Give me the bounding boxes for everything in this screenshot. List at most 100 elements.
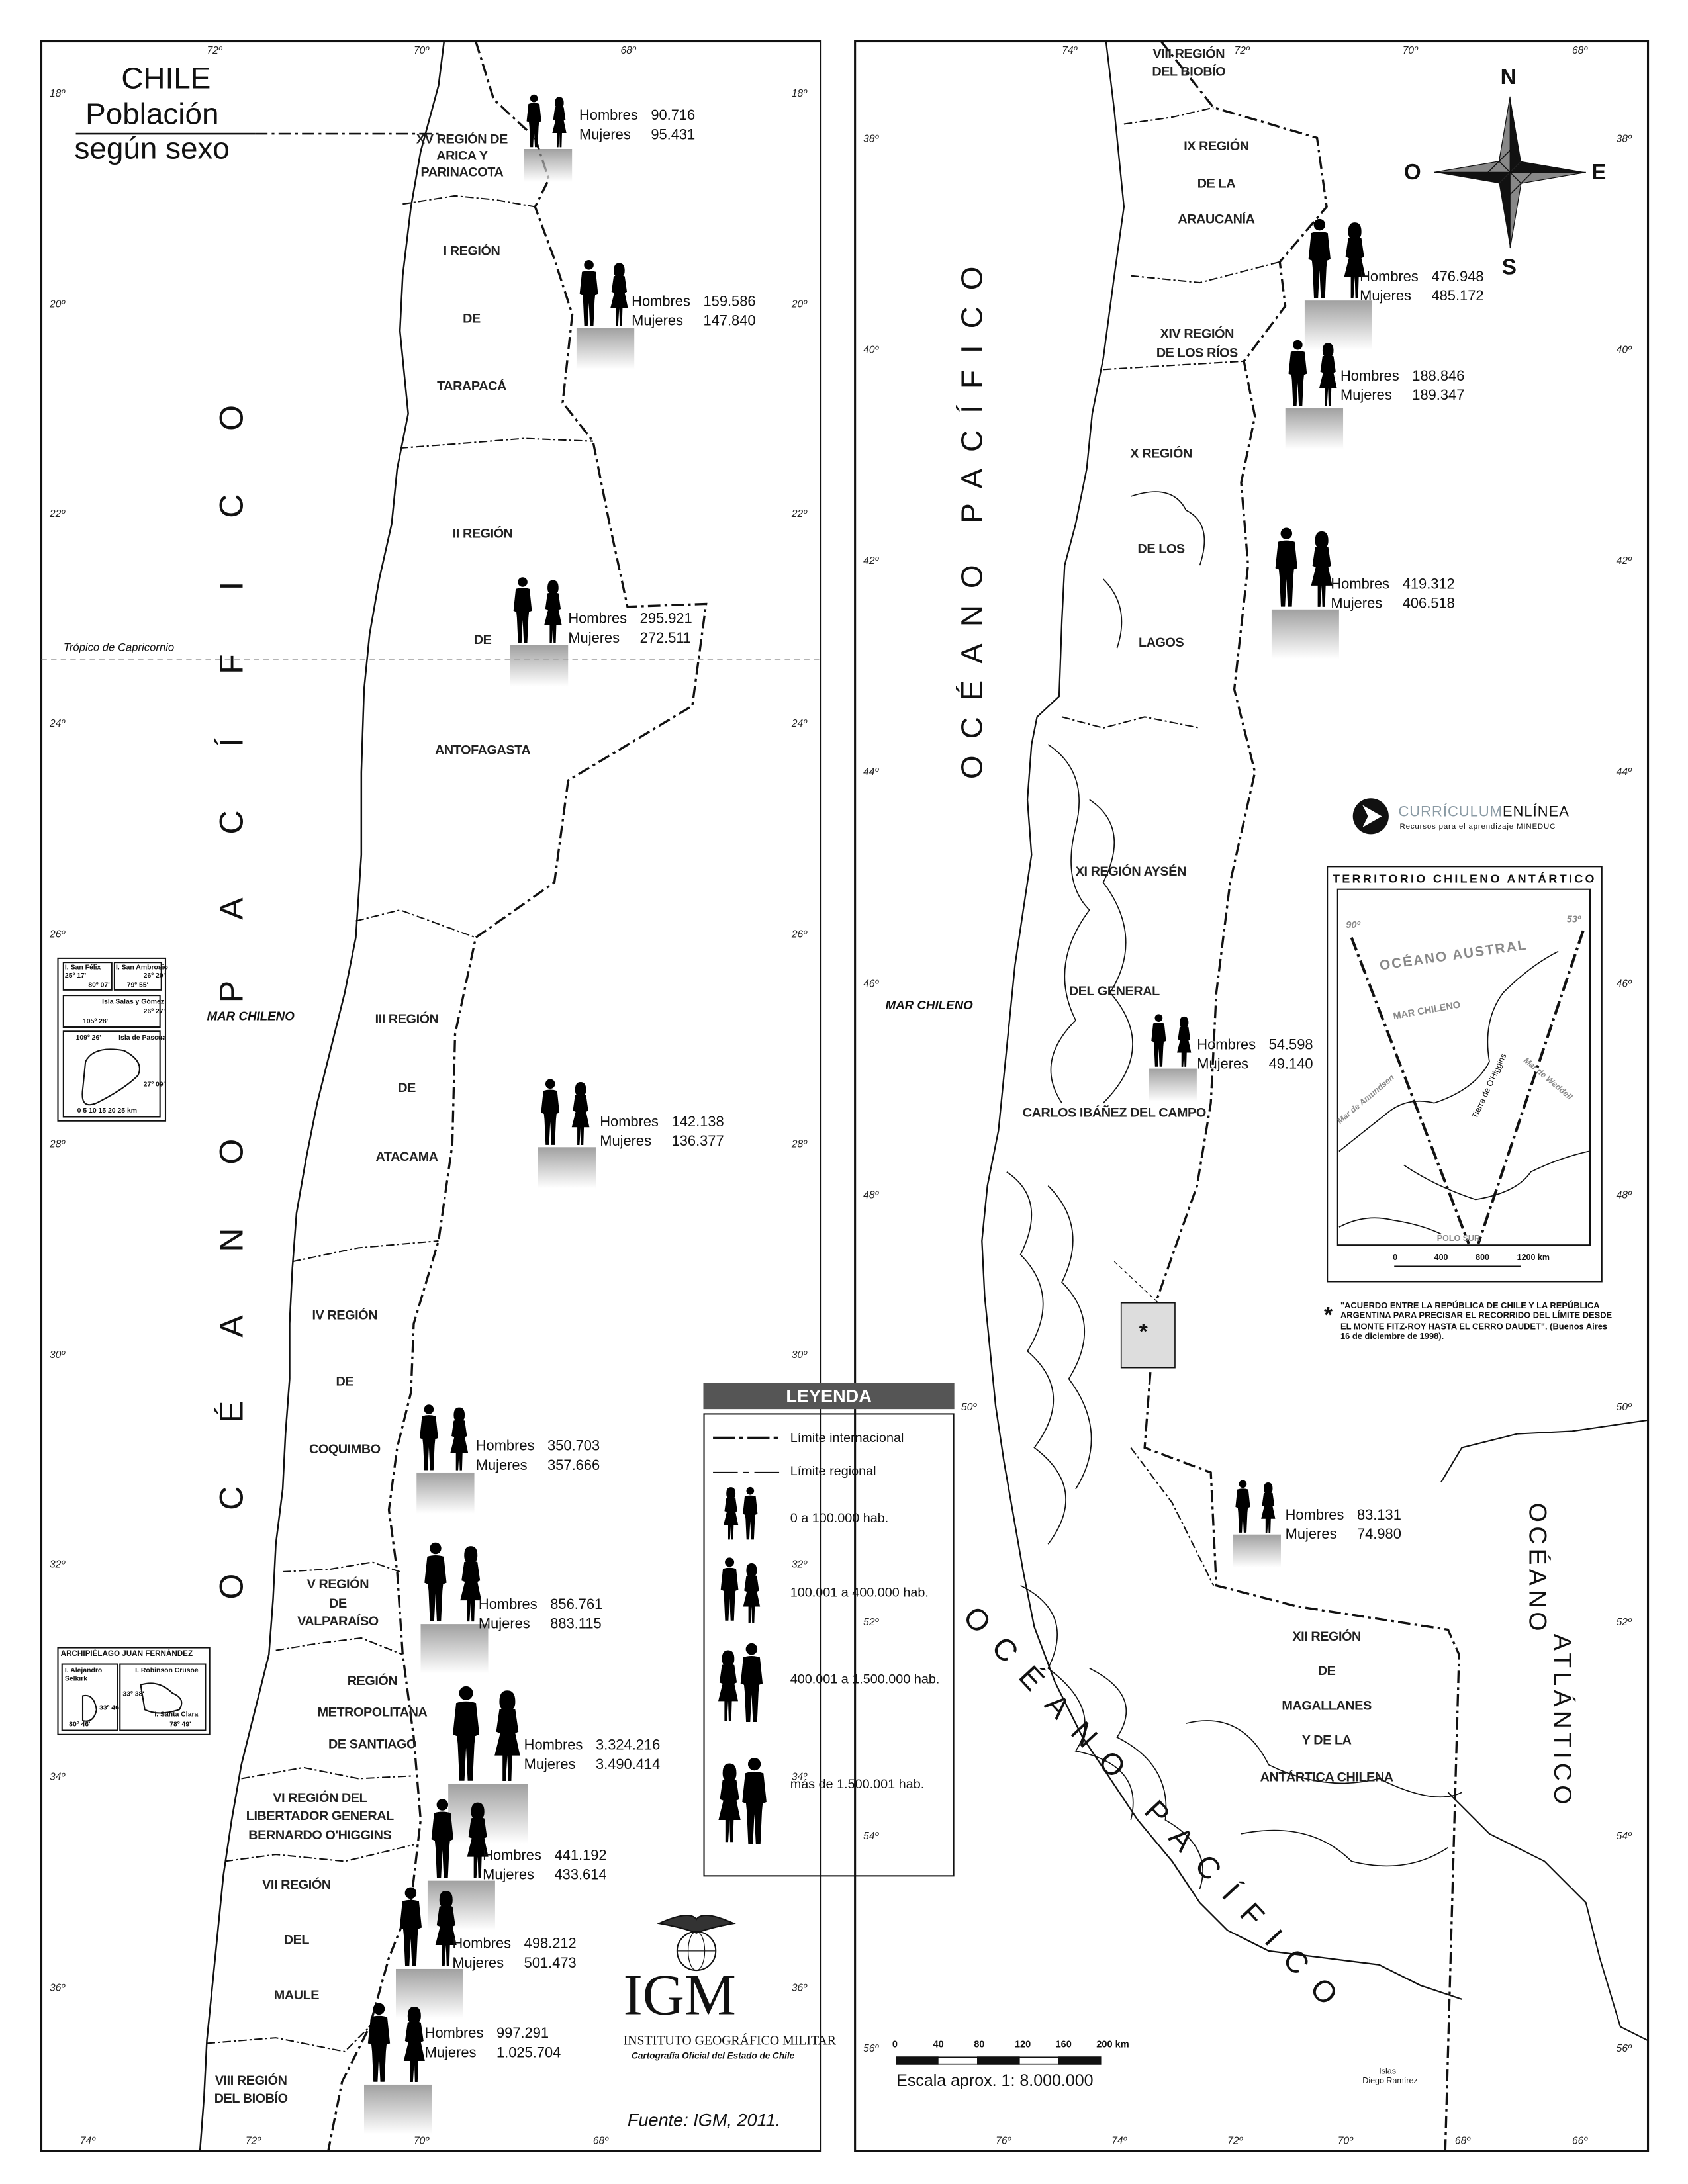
women-count: 272.511 <box>639 630 692 647</box>
pascua-lat: 27º 09' <box>143 1081 165 1089</box>
region-label-iii: DE <box>398 1081 416 1097</box>
region-label-xiv: DE LOS RÍOS <box>1156 345 1238 361</box>
region-label-v: DE <box>329 1596 347 1612</box>
coord-tick-left_lat: 26º <box>49 928 66 940</box>
antarctic-map <box>1336 888 1591 1246</box>
left-regional-borders <box>207 195 593 2053</box>
men-count: 498.212 <box>524 1935 577 1952</box>
coord-tick-left-inner: 28º <box>791 1137 807 1150</box>
salas-gomez-lat: 26º 27' <box>143 1007 165 1017</box>
coord-tick-left_lon_top: 70º <box>413 44 430 57</box>
region-label-iii: III REGIÓN <box>375 1012 439 1028</box>
right-frame <box>854 40 1650 2152</box>
region-label-xii: ANTÁRTICA CHILENA <box>1260 1770 1394 1786</box>
coord-tick-left-inner: 34º <box>791 1770 807 1783</box>
robinson-label: I. Robinson Crusoe <box>135 1666 199 1676</box>
antarctic-scale-tick: 800 <box>1476 1254 1489 1263</box>
igm-emblem-icon <box>657 1914 736 1972</box>
legend-item-size-3: 400.001 a 1.500.000 hab. <box>790 1672 940 1688</box>
region-label-vii: VII REGIÓN <box>262 1878 331 1893</box>
pascua-lon: 109º 26' <box>75 1034 101 1042</box>
women-label: Mujeres <box>452 1955 504 1972</box>
coord-tick-right_lat: 50º <box>1616 1400 1632 1414</box>
coord-tick-left_lat: 20º <box>49 297 66 310</box>
men-count: 54.598 <box>1268 1036 1313 1054</box>
region-label-vi: LIBERTADOR GENERAL <box>246 1809 394 1825</box>
women-count: 74.980 <box>1356 1526 1401 1543</box>
region-label-x: X REGIÓN <box>1130 446 1192 462</box>
agreement-note: "ACUERDO ENTRE LA REPÚBLICA DE CHILE Y L… <box>1340 1301 1613 1342</box>
coord-tick-left_lat: 28º <box>49 1137 66 1150</box>
region-label-viii-top: DEL BIOBÍO <box>1152 64 1226 80</box>
legend-box: Límite internacional Límite regional 0 a… <box>703 1413 955 1877</box>
population-people-icon <box>363 2003 432 2134</box>
diego-ramirez-2: Diego Ramírez <box>1362 2077 1418 2087</box>
san-ambrosio-label: I. San Ambrosio <box>115 964 168 972</box>
population-people-icon <box>1271 527 1340 659</box>
coord-tick-right_lon_bottom: 68º <box>1454 2134 1470 2147</box>
population-people-icon <box>420 1542 489 1674</box>
population-people-icon <box>538 1079 596 1189</box>
men-label: Hombres <box>475 1437 535 1455</box>
coord-tick-left_lon_bottom: 70º <box>413 2134 430 2147</box>
women-label: Mujeres <box>478 1615 530 1633</box>
region-label-x: LAGOS <box>1138 635 1184 651</box>
region-label-iv: IV REGIÓN <box>312 1308 378 1324</box>
curriculum-name-a: CURRÍCULUM <box>1398 803 1503 821</box>
left-frame <box>40 40 822 2152</box>
ocean-label-left: OCÉANO PACÍFICO <box>213 341 252 1600</box>
coord-tick-left_lat: 22º <box>49 507 66 520</box>
compass-e: E <box>1591 161 1607 185</box>
coord-tick-left_lon_top: 72º <box>207 44 222 57</box>
region-label-rm: REGIÓN <box>347 1674 398 1690</box>
women-count: 406.518 <box>1402 595 1455 612</box>
diego-ramirez-1: Islas <box>1379 2068 1397 2077</box>
santa-clara-label: I. Santa Clara <box>154 1711 199 1719</box>
scale-tick: 200 km <box>1096 2040 1129 2050</box>
selkirk-label: I. Alejandro Selkirk <box>64 1666 103 1684</box>
coord-tick-left_lon_bottom: 68º <box>592 2134 608 2147</box>
igm-logo-text: IGM <box>623 1964 736 2028</box>
region-label-viii: DEL BIOBÍO <box>214 2091 288 2107</box>
robinson-lat: 33º 38' <box>122 1690 144 1699</box>
region-label-vii: MAULE <box>273 1988 320 2004</box>
region-label-ix: ARAUCANÍA <box>1178 212 1255 228</box>
region-label-viii-top: VIII REGIÓN <box>1152 46 1225 62</box>
region-label-rm: METROPOLITANA <box>317 1706 428 1721</box>
coord-tick-right_lon_top: 74º <box>1062 44 1078 57</box>
coord-tick-right-inner: 56º <box>863 2042 879 2055</box>
men-count: 295.921 <box>639 610 692 627</box>
san-felix-lon: 80º 07' <box>88 981 110 990</box>
coord-tick-left-inner: 32º <box>791 1558 807 1570</box>
population-people-icon <box>1149 1014 1197 1102</box>
region-label-iii: ATACAMA <box>375 1150 438 1165</box>
scale-tick: 40 <box>933 2040 944 2050</box>
map-title: CHILE <box>121 60 211 95</box>
region-label-rm: DE SANTIAGO <box>328 1737 416 1752</box>
men-label: Hombres <box>1197 1036 1256 1054</box>
region-label-ix: DE LA <box>1197 176 1236 192</box>
igm-tagline: Cartografía Oficial del Estado de Chile <box>632 2051 795 2062</box>
coord-tick-right_lon_bottom: 76º <box>996 2134 1011 2147</box>
men-label: Hombres <box>1360 269 1419 286</box>
women-label: Mujeres <box>568 630 620 647</box>
